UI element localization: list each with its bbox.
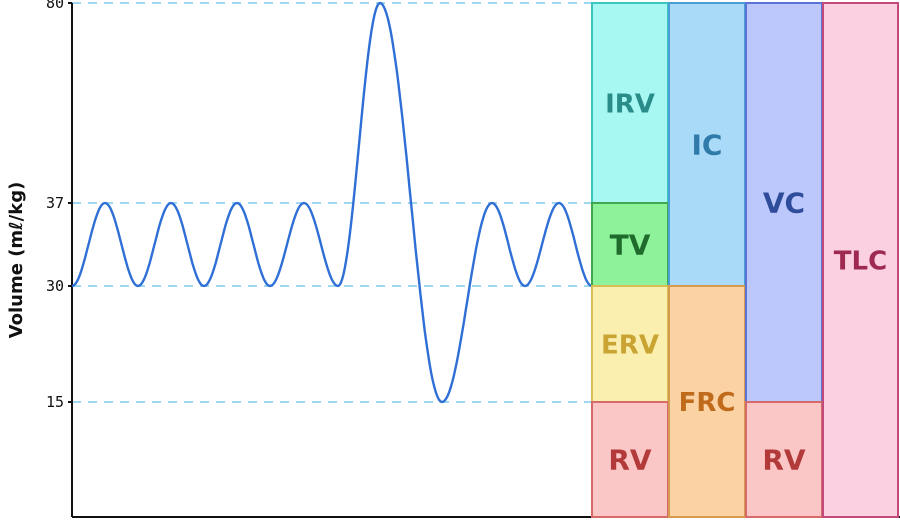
volume-box-tv: TV	[591, 202, 669, 287]
volume-label-tlc: TLC	[834, 246, 887, 276]
y-axis-label: Volume (mℓ/kg)	[6, 182, 27, 339]
volume-box-rect-tlc	[822, 2, 899, 518]
y-ticks: 80 37 30 15	[46, 0, 72, 411]
volume-box-vc: VC	[745, 2, 823, 403]
spirometry-trace	[71, 1, 593, 404]
volume-box-rv1: RV	[591, 401, 669, 518]
volume-box-rect-tv	[591, 202, 669, 287]
volume-label-vc: VC	[763, 187, 805, 220]
y-tick-label-30: 30	[46, 277, 64, 295]
volume-box-erv: ERV	[591, 285, 669, 403]
volume-label-tv: TV	[610, 229, 651, 262]
volume-label-ic: IC	[692, 129, 723, 162]
y-tick-label-37: 37	[46, 194, 64, 212]
volume-label-rv2: RV	[762, 444, 806, 477]
volume-label-frc: FRC	[679, 388, 736, 418]
volume-boxes: IRV TV ERV RV IC FRC VC RV TLC	[591, 2, 899, 518]
volume-box-rv2: RV	[745, 401, 823, 518]
volume-label-irv: IRV	[605, 89, 655, 119]
volume-box-rect-erv	[591, 285, 669, 403]
volume-box-rect-ic	[668, 2, 746, 287]
volume-label-erv: ERV	[601, 330, 659, 360]
volume-box-tlc: TLC	[822, 2, 899, 518]
volume-box-frc: FRC	[668, 285, 746, 518]
volume-box-rect-rv2	[745, 401, 823, 518]
y-tick-label-15: 15	[46, 393, 64, 411]
volume-box-irv: IRV	[591, 2, 669, 204]
y-tick-label-80: 80	[46, 0, 64, 12]
volume-box-ic: IC	[668, 2, 746, 287]
volume-label-rv1: RV	[608, 444, 652, 477]
